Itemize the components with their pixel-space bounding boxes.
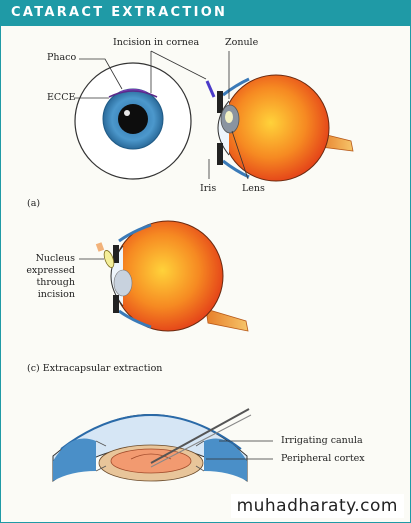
label-phaco: Phaco <box>47 52 77 63</box>
label-nucleus-line1: Nucleus <box>35 253 75 264</box>
label-peripheral-cortex: Peripheral cortex <box>281 453 365 464</box>
label-nucleus-line4: incision <box>37 289 75 300</box>
front-view-eye <box>74 50 207 180</box>
nucleus-expression-eye <box>79 220 249 332</box>
label-part-a: (a) <box>27 198 41 209</box>
label-irrigating-canula: Irrigating canula <box>281 435 363 446</box>
label-part-c: (c) Extracapsular extraction <box>27 363 163 374</box>
label-zonule: Zonule <box>225 37 259 48</box>
side-section-eye <box>205 51 354 182</box>
label-nucleus-line2: expressed <box>26 265 75 276</box>
label-incision-in-cornea: Incision in cornea <box>113 37 200 48</box>
extracapsular-cross-section <box>52 408 273 482</box>
label-lens: Lens <box>242 183 265 194</box>
label-nucleus-line3: through <box>36 277 75 288</box>
page-title: CATARACT EXTRACTION <box>11 5 228 20</box>
title-bar: CATARACT EXTRACTION <box>1 1 410 26</box>
label-ecce: ECCE <box>47 92 76 103</box>
watermark: muhadharaty.com <box>230 494 404 518</box>
label-iris: Iris <box>200 183 217 194</box>
